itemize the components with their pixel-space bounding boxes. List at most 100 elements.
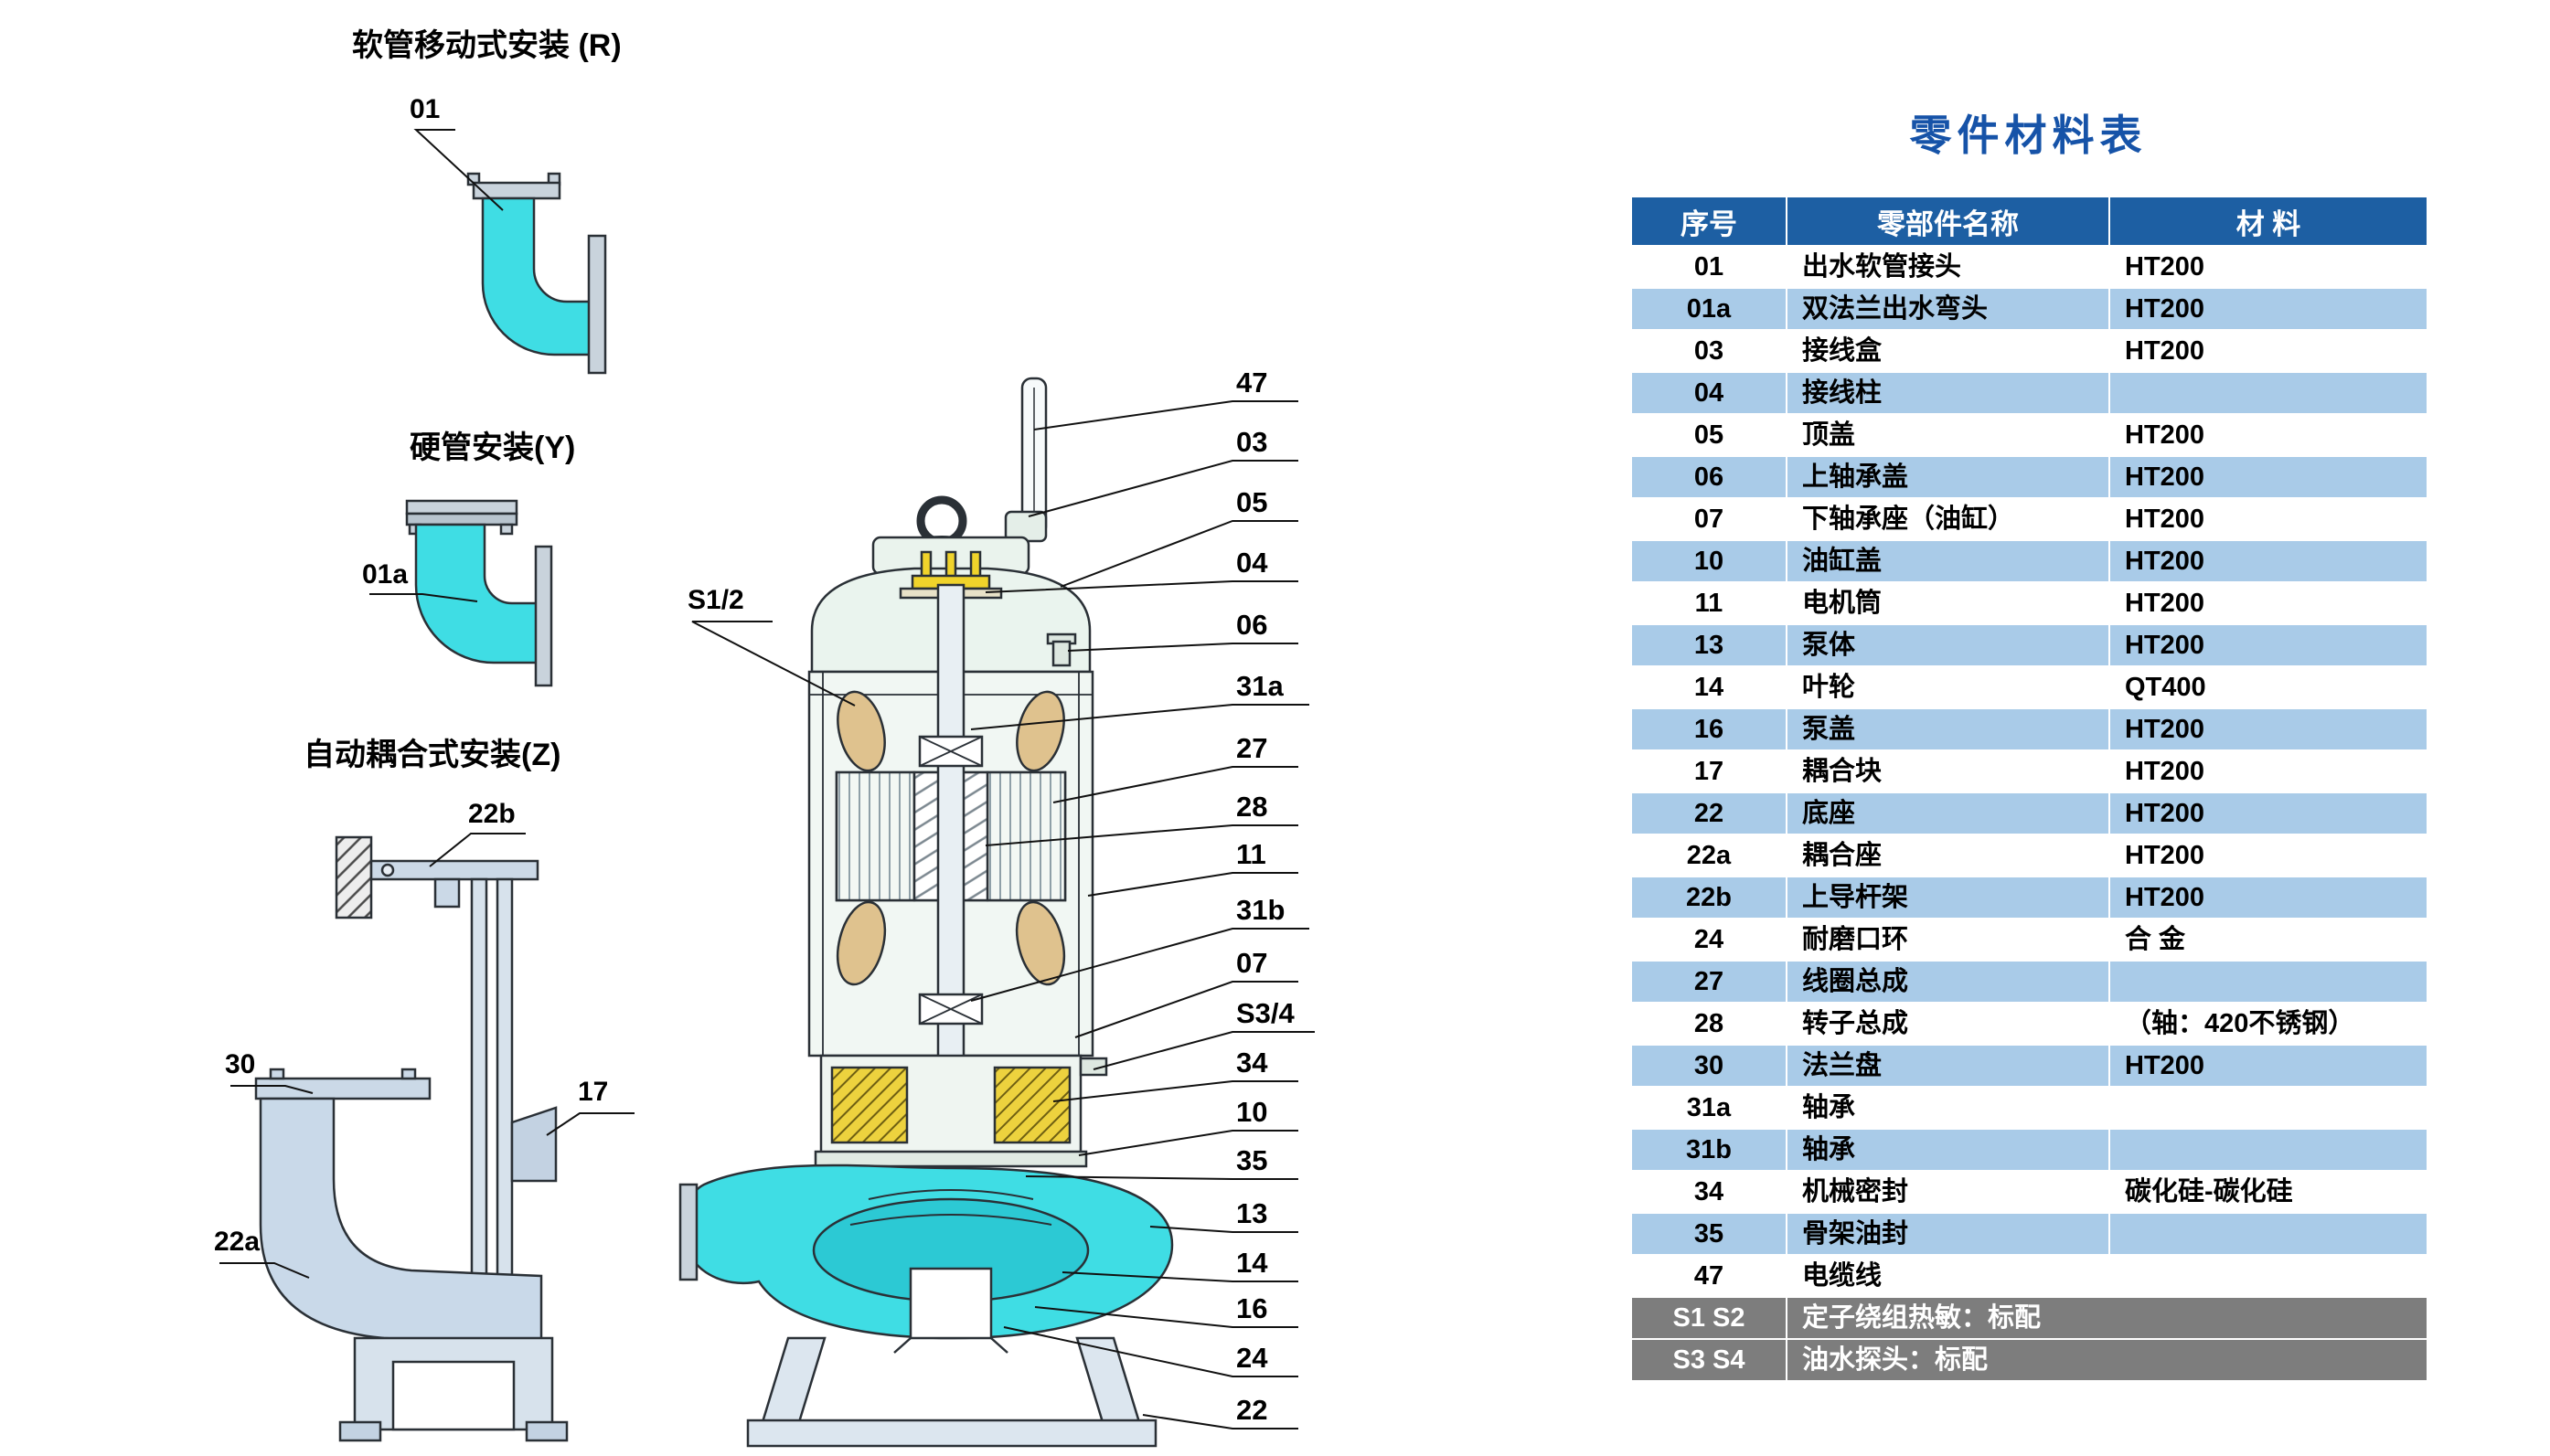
- callout-07: 07: [1236, 947, 1268, 979]
- table-cell: HT200: [2108, 707, 2428, 751]
- table-cell: 07: [1630, 497, 1787, 541]
- table-cell: HT200: [2108, 329, 2428, 373]
- table-cell: 11: [1630, 581, 1787, 625]
- table-cell: 04: [1630, 371, 1787, 415]
- callout-05: 05: [1236, 486, 1268, 518]
- table-cell: 06: [1630, 455, 1787, 499]
- table-cell: 上导杆架: [1786, 876, 2110, 919]
- table-cell: [2108, 1128, 2428, 1172]
- table-cell: 31b: [1630, 1128, 1787, 1172]
- table-header-cell: 零部件名称: [1786, 196, 2110, 247]
- callout-14: 14: [1236, 1247, 1268, 1279]
- table-cell: 03: [1630, 329, 1787, 373]
- label-22a: 22a: [214, 1227, 261, 1257]
- table-cell: 22a: [1630, 834, 1787, 877]
- table-cell: 轴承: [1786, 1128, 2110, 1172]
- callout-31a: 31a: [1236, 670, 1284, 702]
- label-22b: 22b: [468, 799, 516, 829]
- table-cell: 14: [1630, 665, 1787, 709]
- table-header-cell: 序号: [1630, 196, 1787, 247]
- table-cell: 泵盖: [1786, 707, 2110, 751]
- parts-table-title: 零件材料表: [1909, 112, 2148, 159]
- table-cell: 35: [1630, 1212, 1787, 1256]
- hard-pipe-install-title: 硬管安装(Y): [410, 430, 576, 465]
- table-cell: 耐磨口环: [1786, 918, 2110, 962]
- coupling-install-title: 自动耦合式安装(Z): [304, 738, 561, 772]
- table-cell: 01a: [1630, 287, 1787, 331]
- callout-10: 10: [1236, 1096, 1268, 1128]
- table-cell: HT200: [2108, 749, 2428, 793]
- table-header-cell: 材 料: [2108, 196, 2428, 247]
- table-cell: 耦合块: [1786, 749, 2110, 793]
- table-cell: 13: [1630, 623, 1787, 667]
- table-cell: 机械密封: [1786, 1170, 2110, 1214]
- table-cell: QT400: [2108, 665, 2428, 709]
- table-cell: 底座: [1786, 792, 2110, 835]
- table-cell: 27: [1630, 960, 1787, 1004]
- table-cell: 24: [1630, 918, 1787, 962]
- table-cell: HT200: [2108, 834, 2428, 877]
- table-cell: HT200: [2108, 581, 2428, 625]
- table-cell: 17: [1630, 749, 1787, 793]
- callout-16: 16: [1236, 1292, 1268, 1324]
- table-cell: 28: [1630, 1002, 1787, 1046]
- table-cell: HT200: [2108, 539, 2428, 583]
- table-cell: 出水软管接头: [1786, 245, 2110, 289]
- table-cell: [2108, 960, 2428, 1004]
- table-cell: [2108, 1254, 2428, 1298]
- table-cell: [2108, 1086, 2428, 1130]
- table-cell: 接线柱: [1786, 371, 2110, 415]
- table-cell: HT200: [2108, 792, 2428, 835]
- table-cell: HT200: [2108, 497, 2428, 541]
- table-cell: HT200: [2108, 623, 2428, 667]
- table-cell: 叶轮: [1786, 665, 2110, 709]
- hard-pipe-install-diagram: [369, 499, 553, 687]
- table-cell: （轴：420不锈钢）: [2108, 1002, 2428, 1046]
- table-cell: 轴承: [1786, 1086, 2110, 1130]
- table-cell: 线圈总成: [1786, 960, 2110, 1004]
- callout-06: 06: [1236, 609, 1268, 641]
- table-cell: 碳化硅-碳化硅: [2108, 1170, 2428, 1214]
- table-cell: HT200: [2108, 245, 2428, 289]
- callout-13: 13: [1236, 1197, 1268, 1229]
- table-cell: 耦合座: [1786, 834, 2110, 877]
- table-cell: 骨架油封: [1786, 1212, 2110, 1256]
- table-cell: 电机筒: [1786, 581, 2110, 625]
- coupling-install-diagram: [219, 833, 635, 1442]
- table-cell: [2108, 1212, 2428, 1256]
- table-cell: [2108, 371, 2428, 415]
- table-cell: HT200: [2108, 413, 2428, 457]
- table-cell: 上轴承盖: [1786, 455, 2110, 499]
- table-cell: S3 S4: [1630, 1338, 1787, 1382]
- callout-34: 34: [1236, 1047, 1268, 1079]
- table-cell: 47: [1630, 1254, 1787, 1298]
- callout-35: 35: [1236, 1144, 1268, 1176]
- label-s1-2: S1/2: [688, 585, 744, 615]
- callout-22: 22: [1236, 1394, 1268, 1426]
- callout-leaders: [691, 400, 1315, 1429]
- table-cell: 01: [1630, 245, 1787, 289]
- callout-04: 04: [1236, 547, 1268, 579]
- table-cell: 合 金: [2108, 918, 2428, 962]
- table-cell: 22b: [1630, 876, 1787, 919]
- table-cell: 10: [1630, 539, 1787, 583]
